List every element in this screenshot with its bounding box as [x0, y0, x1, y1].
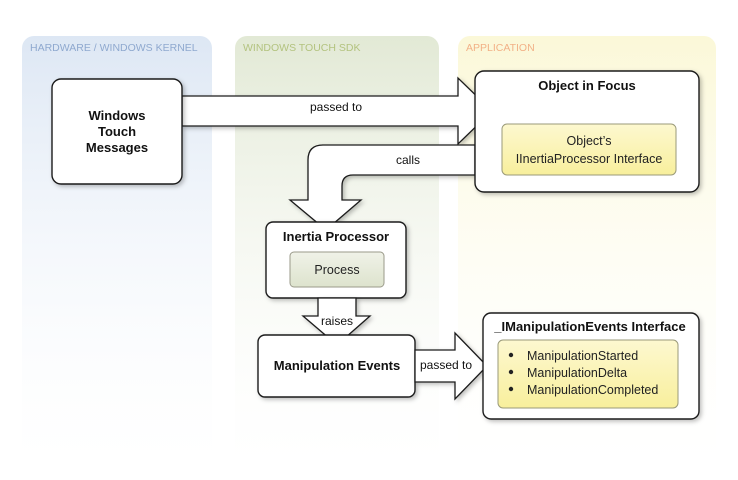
- manipulation-event-list: ManipulationStarted ManipulationDelta Ma…: [497, 339, 679, 409]
- process-label: Process: [314, 263, 359, 277]
- lane-sdk-label: WINDOWS TOUCH SDK: [243, 42, 360, 54]
- node-process: Process: [289, 251, 385, 288]
- manipulation-events-title: Manipulation Events: [274, 358, 400, 373]
- inertia-processor-title: Inertia Processor: [283, 229, 389, 244]
- windows-touch-messages-line-3: Messages: [86, 140, 148, 155]
- manipulation-interface-title: _IManipulationEvents Interface: [493, 319, 685, 334]
- windows-touch-messages-line-2: Touch: [98, 124, 136, 139]
- object-interface-line-1: Object’s: [567, 134, 612, 148]
- object-in-focus-title: Object in Focus: [538, 78, 636, 93]
- lane-application-label: APPLICATION: [466, 42, 535, 54]
- node-object-interface: Object’s IInertiaProcessor Interface: [501, 123, 677, 176]
- arrow-label-calls: calls: [396, 153, 420, 167]
- bullet-icon: [508, 369, 514, 375]
- arrow-processor-to-events: raises: [301, 297, 372, 346]
- arrow-object-to-processor: calls: [288, 144, 476, 231]
- arrow-label-raises: raises: [321, 314, 353, 328]
- manipulation-item-delta: ManipulationDelta: [527, 366, 627, 380]
- manipulation-item-completed: ManipulationCompleted: [527, 383, 658, 397]
- arrow-label-passed-to-2: passed to: [420, 358, 472, 372]
- node-windows-touch-messages: [51, 78, 183, 185]
- lane-hardware-label: HARDWARE / WINDOWS KERNEL: [30, 42, 198, 54]
- arrow-events-to-interface: passed to: [414, 331, 488, 401]
- object-interface-line-2: IInertiaProcessor Interface: [516, 152, 663, 166]
- bullet-icon: [508, 386, 514, 392]
- windows-touch-messages-line-1: Windows: [89, 108, 146, 123]
- bullet-icon: [508, 352, 514, 358]
- arrow-label-passed-to-1: passed to: [310, 100, 362, 114]
- manipulation-item-started: ManipulationStarted: [527, 349, 638, 363]
